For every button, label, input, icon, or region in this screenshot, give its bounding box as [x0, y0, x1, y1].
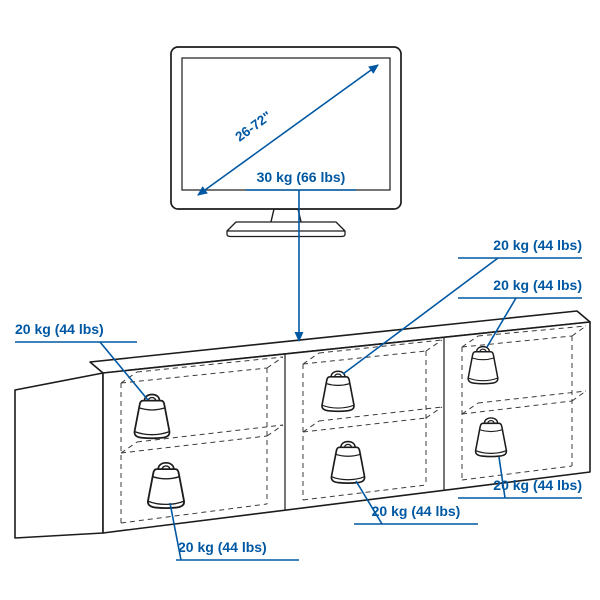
tv-stand-base	[226, 221, 346, 238]
callout-bottom-middle: 20 kg (44 lbs)	[354, 480, 478, 525]
tv: 26-72"	[170, 46, 402, 238]
callout-top-right-upper: 20 kg (44 lbs)	[342, 237, 582, 375]
bench-left-panel	[14, 372, 104, 539]
callout-leader-line	[99, 341, 149, 401]
callout-label: 20 kg (44 lbs)	[493, 277, 582, 293]
callout-left: 20 kg (44 lbs)	[15, 321, 149, 401]
callout-label: 20 kg (44 lbs)	[493, 477, 582, 493]
hidden-shelf-lines-middle	[302, 339, 443, 501]
callout-top-right-lower: 20 kg (44 lbs)	[458, 277, 582, 348]
callout-label: 20 kg (44 lbs)	[493, 237, 582, 253]
hidden-shelf-lines-right	[461, 325, 587, 481]
hidden-shelf-lines-left	[120, 356, 284, 524]
callout-leader-line	[355, 480, 383, 525]
callout-right: 20 kg (44 lbs)	[458, 456, 582, 499]
callout-leader-line	[498, 456, 506, 499]
top-load-label: 30 kg (66 lbs)	[257, 169, 346, 185]
tv-bench	[14, 310, 591, 539]
callout-leader-line	[169, 502, 182, 561]
callout-leader-line	[342, 257, 499, 375]
bench-door-seams	[284, 337, 445, 510]
callout-label: 20 kg (44 lbs)	[178, 539, 267, 555]
callout-leader-line	[486, 297, 517, 348]
callout-top-load: 30 kg (66 lbs)	[246, 169, 356, 343]
callout-label: 20 kg (44 lbs)	[15, 321, 104, 337]
callout-label: 20 kg (44 lbs)	[372, 503, 461, 519]
tv-size-arrow	[197, 64, 379, 196]
callout-bottom-left: 20 kg (44 lbs)	[169, 502, 299, 561]
